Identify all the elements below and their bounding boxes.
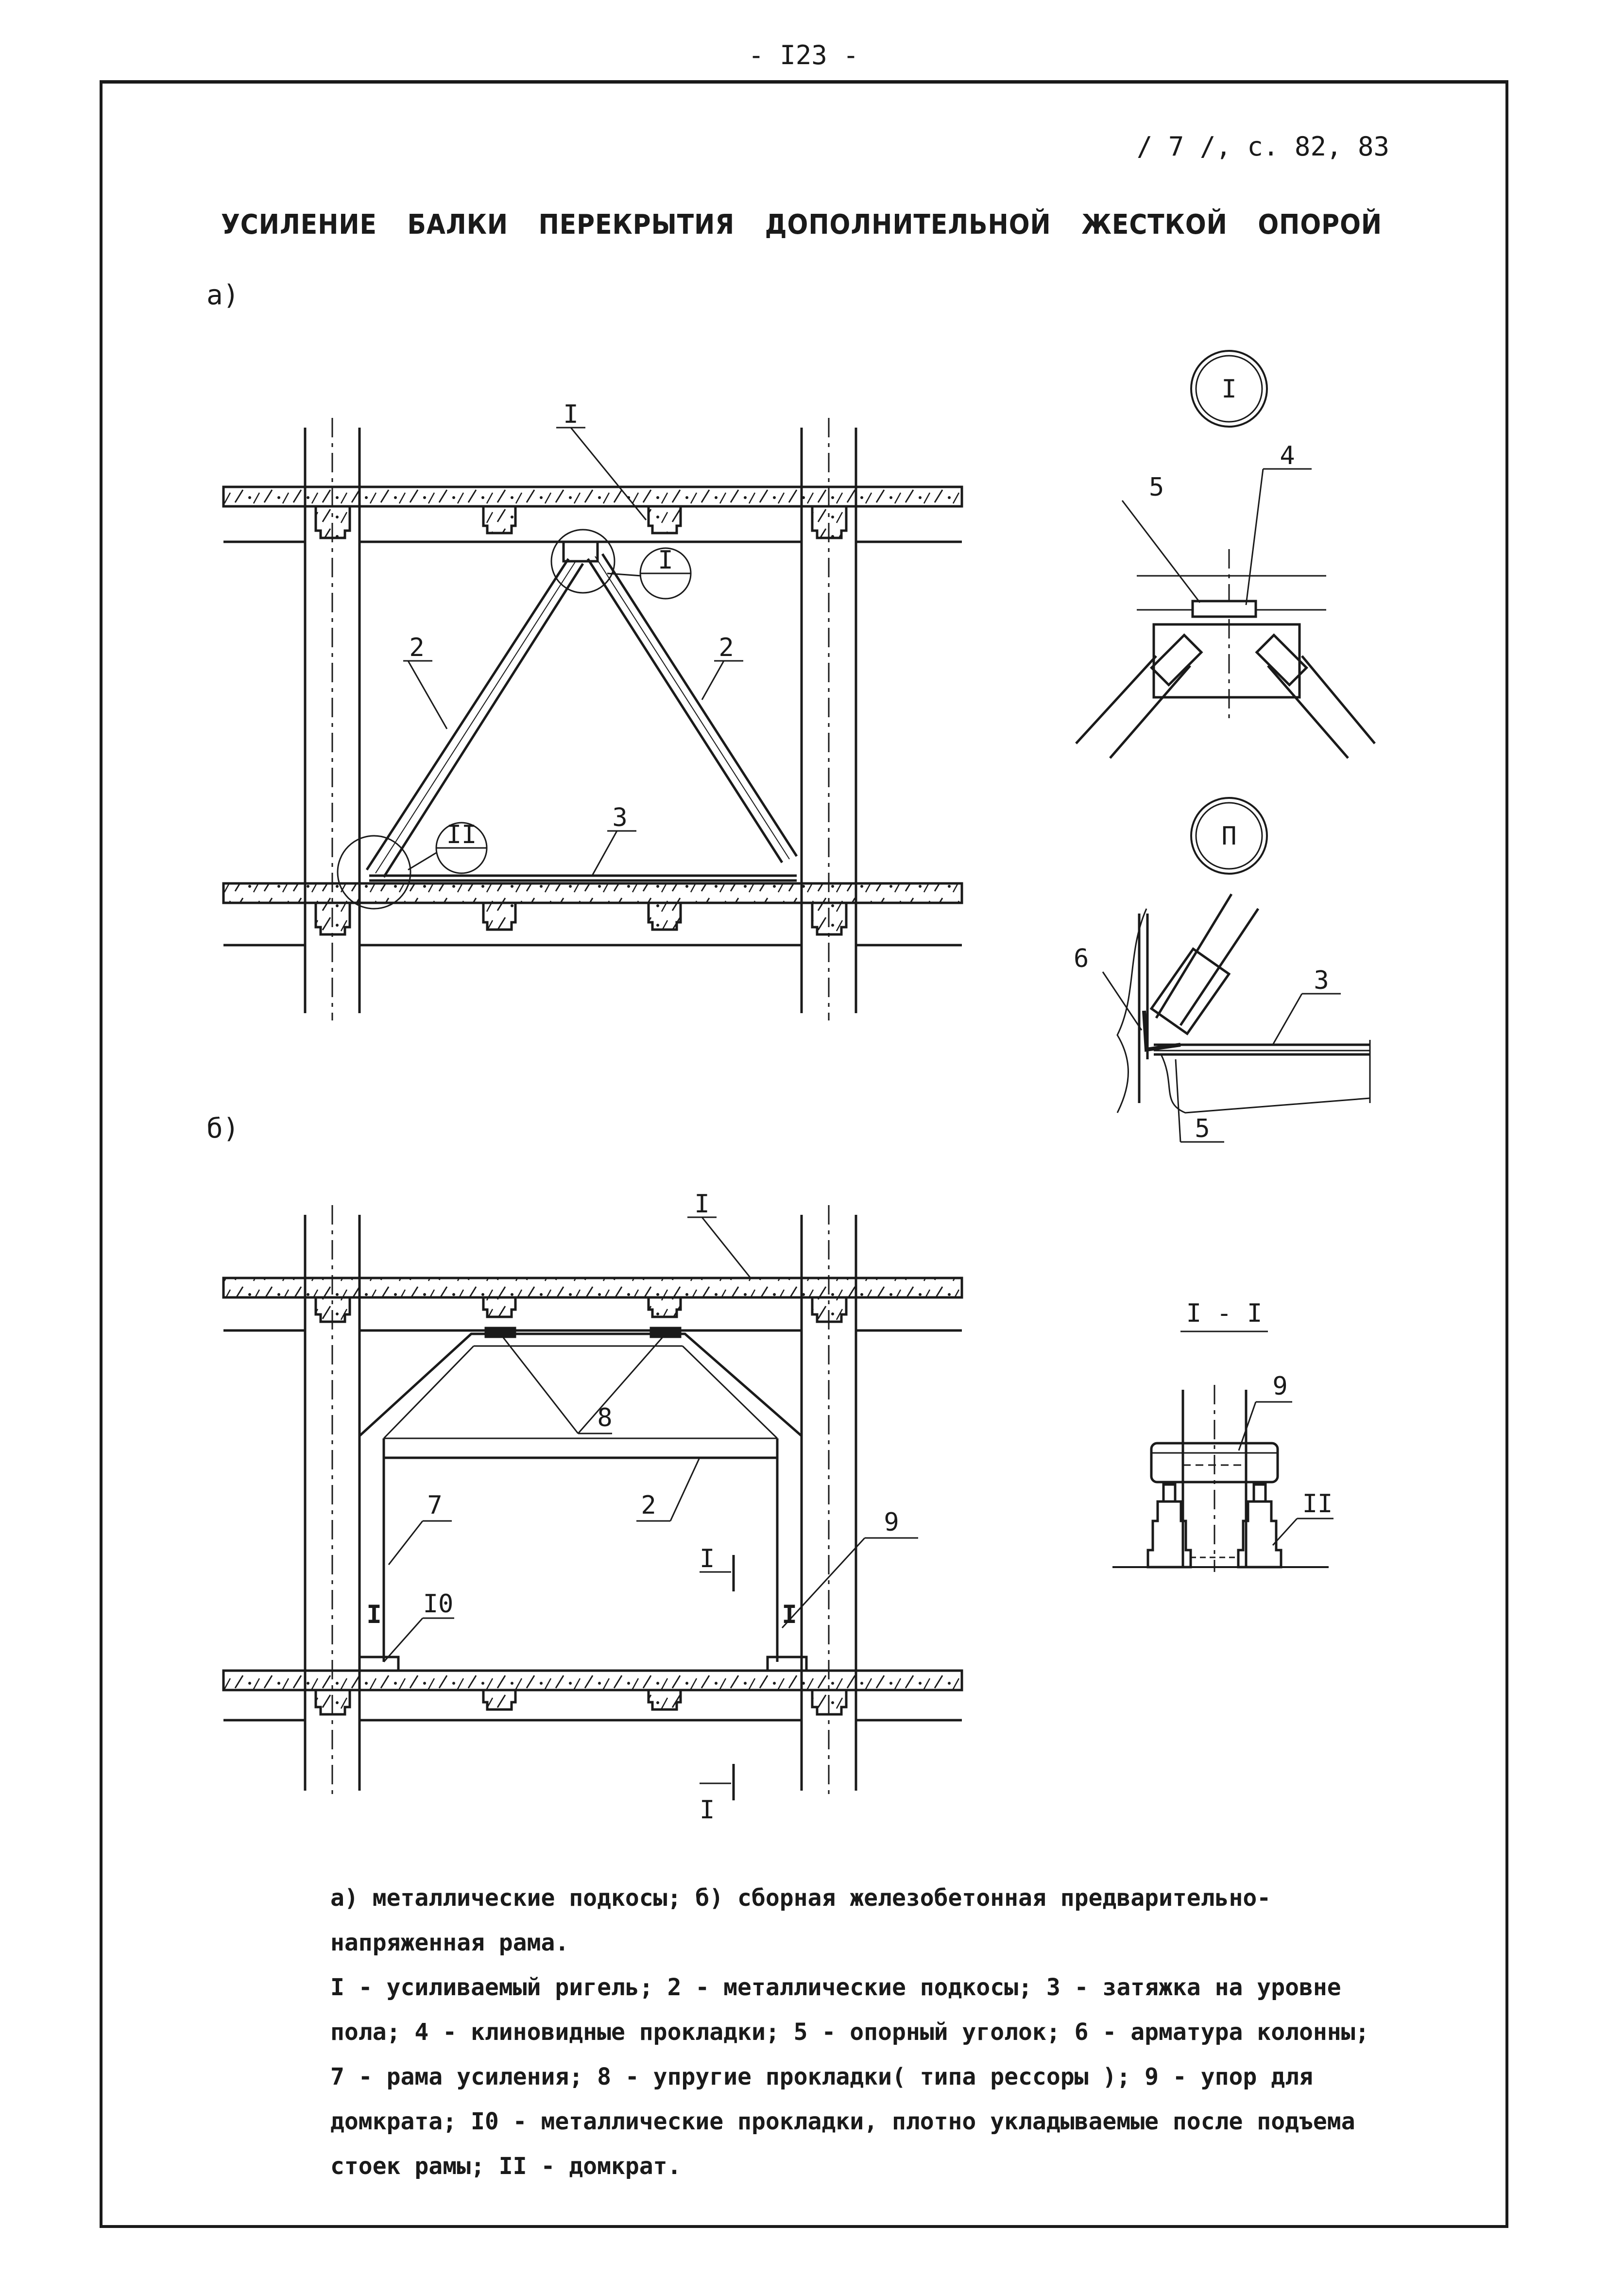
section-mark-top: I	[700, 1544, 715, 1573]
detail-i-strut-left	[1075, 633, 1203, 759]
top-slab-b	[222, 1277, 963, 1332]
caption-line: пола; 4 - клиновидные прокладки; 5 - опо…	[330, 2019, 1369, 2046]
beam-callout-a: I	[563, 400, 578, 429]
beam-callout-b: I	[694, 1190, 709, 1219]
section-title: I - I	[1186, 1299, 1263, 1328]
caption-line: а) металлические подкосы; б) сборная жел…	[330, 1884, 1271, 1912]
source-reference: / 7 /, с. 82, 83	[1136, 131, 1389, 162]
caption-line: домкрата; I0 - металлические прокладки, …	[330, 2108, 1355, 2135]
node-ii-callout: II	[446, 820, 477, 849]
detail-ii-rebar-callout: 6	[1074, 944, 1089, 973]
reinforcement-frame-b	[358, 1327, 808, 1672]
detail-i-strut-right	[1255, 633, 1376, 759]
strut-left-a	[365, 558, 584, 878]
jack-stop-callout: 9	[884, 1508, 899, 1537]
detail-ii: П 6 3 5	[1074, 797, 1371, 1143]
detail-ii-mark: П	[1221, 822, 1236, 851]
top-slab-a	[222, 485, 963, 543]
caption-line: 7 - рама усиления; 8 - упругие прокладки…	[330, 2063, 1313, 2090]
bottom-slab-b	[222, 1669, 963, 1722]
jack-left	[1146, 1483, 1192, 1569]
figure-caption: а) металлические подкосы; б) сборная жел…	[330, 1876, 1409, 2189]
strut-left-callout: 2	[409, 633, 424, 662]
detail-i: I 5 4	[1075, 350, 1376, 759]
detail-i-wedges-callout: 4	[1280, 441, 1295, 470]
frame-callout: 7	[427, 1491, 442, 1520]
section-jack-callout: II	[1302, 1489, 1333, 1519]
node-i-callout: I	[658, 546, 673, 575]
tie-a	[369, 874, 797, 882]
detail-i-mark: I	[1221, 375, 1236, 404]
section-stop-callout: 9	[1272, 1372, 1287, 1401]
strut-head-a	[562, 540, 599, 563]
detail-i-angle-callout: 5	[1149, 473, 1164, 502]
page-title: УСИЛЕНИЕ БАЛКИ ПЕРЕКРЫТИЯ ДОПОЛНИТЕЛЬНОЙ…	[221, 209, 1383, 241]
section-mark-bottom: I	[700, 1795, 715, 1825]
jack-right	[1237, 1483, 1282, 1569]
caption-line: стоек рамы; II - домкрат.	[330, 2153, 682, 2180]
figure-b-label: б)	[206, 1113, 239, 1144]
figure-a-label: а)	[206, 279, 239, 311]
drawing-frame	[100, 80, 1508, 2228]
section-i-i: I - I 9 II	[1112, 1299, 1333, 1572]
frame-top-callout: 2	[641, 1491, 656, 1520]
pads-callout: 8	[597, 1403, 612, 1433]
caption-line: I - усиливаемый ригель; 2 - металлически…	[330, 1974, 1341, 2001]
bottom-slab-a	[222, 882, 963, 947]
figure-b-drawing: I I I 8 2 7 9 I0 I I	[222, 1190, 963, 1825]
strut-right-callout: 2	[718, 633, 734, 662]
detail-ii-tie-callout: 3	[1314, 966, 1329, 995]
caption-line: напряженная рама.	[330, 1929, 569, 1956]
figure-a-drawing: I II I 2 2 3	[222, 400, 963, 1020]
tie-callout-a: 3	[612, 803, 627, 832]
page-number: - I23 -	[748, 40, 859, 70]
post-mark-left: I	[366, 1600, 381, 1629]
detail-ii-angle-callout: 5	[1195, 1114, 1210, 1143]
metal-pads-callout: I0	[423, 1589, 454, 1619]
strut-right-a	[586, 553, 798, 863]
